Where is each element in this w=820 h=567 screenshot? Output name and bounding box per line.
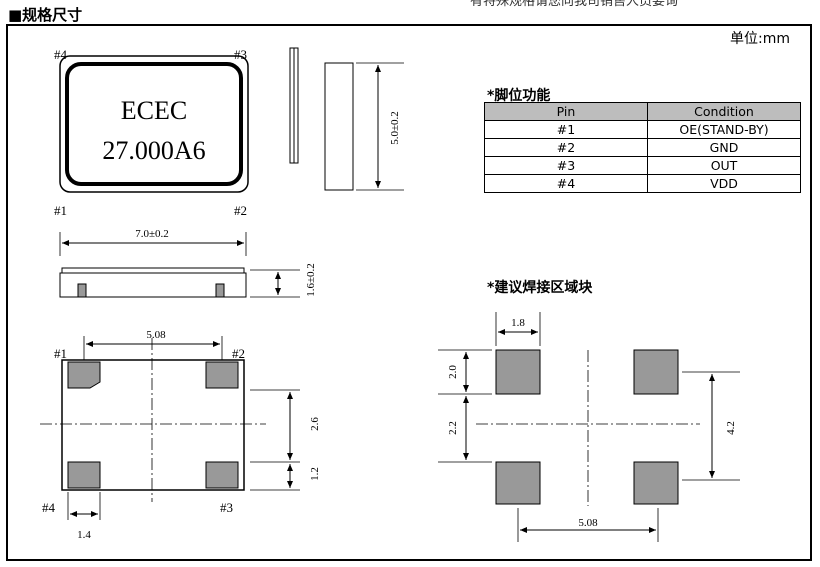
chip-brand: ECEC	[121, 96, 187, 125]
solder-span-y: 4.2	[725, 421, 737, 435]
solder-span-x: 5.08	[578, 517, 598, 529]
height-dim: 1.6±0.2	[305, 263, 317, 297]
col-condition: Condition	[647, 102, 801, 121]
solder-gap: 2.2	[447, 421, 459, 435]
table-row: #1 OE(STAND-BY)	[484, 120, 801, 139]
table-row: #4 VDD	[484, 174, 801, 193]
pin2-label-bottom: #2	[232, 346, 245, 361]
width-dim: 5.0±0.2	[389, 111, 401, 145]
pin-cell: #2	[484, 138, 648, 157]
pin1-label-top: #1	[54, 203, 67, 218]
drawing-frame	[6, 24, 812, 561]
chip-top-view: ECEC 27.000A6 #4 #3 #1 #2	[54, 47, 249, 218]
pin3-label-bottom: #3	[220, 500, 233, 515]
condition-cell: OE(STAND-BY)	[647, 120, 801, 139]
pin-function-table: Pin Condition #1 OE(STAND-BY) #2 GND #3 …	[484, 102, 801, 193]
pin4-label-bottom: #4	[42, 500, 56, 515]
pin-cell: #4	[484, 174, 648, 193]
chip-side-thin: 5.0±0.2	[289, 47, 404, 191]
col-pin: Pin	[484, 102, 648, 121]
chip-side-view: 7.0±0.2 1.6±0.2	[59, 228, 317, 298]
table-row: #2 GND	[484, 138, 801, 157]
solder-pad-layout: 1.8 2.0 2.2 4.2 5.08	[438, 312, 740, 542]
pin4-label-top: #4	[54, 47, 68, 62]
pin2-label-top: #2	[234, 203, 247, 218]
pad-width: 1.4	[77, 529, 91, 541]
unit-label: 单位:mm	[730, 31, 790, 47]
solder-pad-heading: *建议焊接区域块	[487, 280, 593, 296]
chip-part: 27.000A6	[102, 136, 205, 165]
pad-pitch-x: 5.08	[146, 329, 166, 341]
table-header-row: Pin Condition	[484, 102, 801, 121]
condition-cell: OUT	[647, 156, 801, 175]
length-dim: 7.0±0.2	[135, 228, 169, 240]
top-note: 有特殊规格请您向我司销售人员要询	[470, 0, 679, 9]
pin3-label-top: #3	[234, 47, 247, 62]
pad-pitch-y: 2.6	[309, 417, 321, 431]
pin-cell: #3	[484, 156, 648, 175]
pad-height: 1.2	[309, 467, 321, 481]
condition-cell: GND	[647, 138, 801, 157]
pin-function-heading: *脚位功能	[487, 88, 551, 104]
pin1-label-bottom: #1	[54, 346, 67, 361]
pin-cell: #1	[484, 120, 648, 139]
chip-bottom-view: 5.08 2.6 1.2 1.4 #1 #2 #4 #3	[40, 329, 321, 541]
solder-pad-w: 1.8	[511, 317, 525, 329]
section-title: ■规格尺寸	[8, 6, 83, 24]
condition-cell: VDD	[647, 174, 801, 193]
table-row: #3 OUT	[484, 156, 801, 175]
solder-pad-h: 2.0	[447, 365, 459, 379]
